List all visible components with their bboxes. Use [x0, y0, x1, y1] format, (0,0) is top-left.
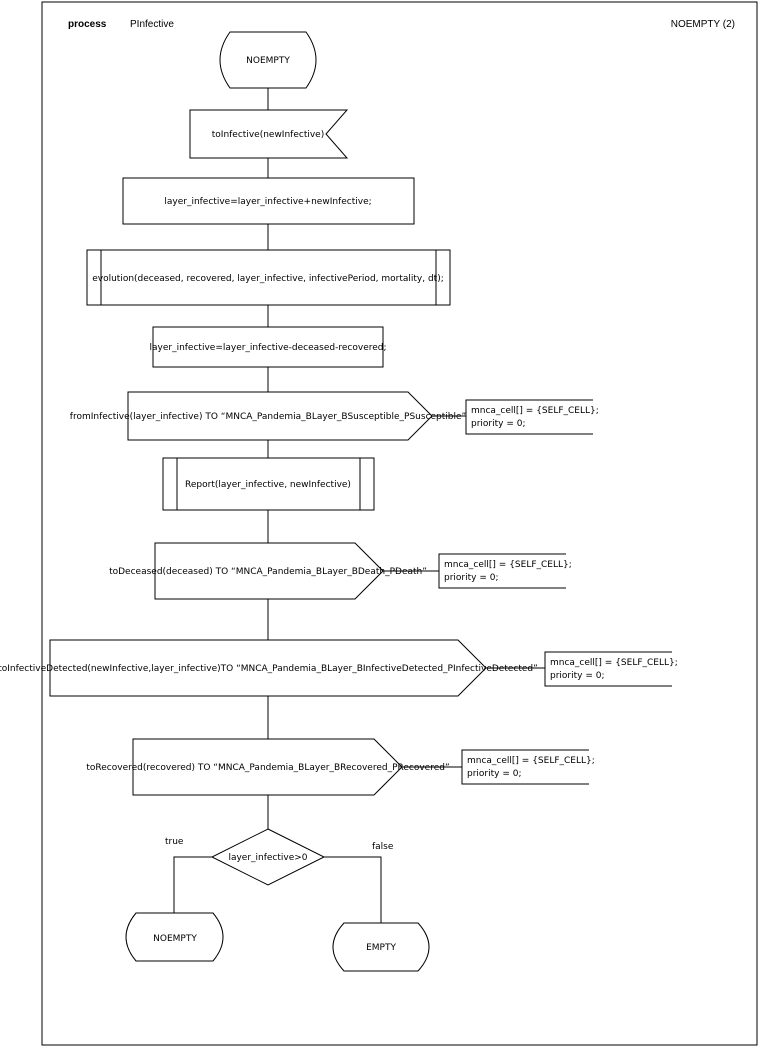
decision-condition: layer_infective>0 — [228, 853, 307, 863]
comment-bracket-4 — [461, 749, 589, 785]
output-to-deceased[interactable] — [154, 542, 384, 600]
decision-diamond[interactable] — [210, 828, 326, 886]
process-name: PInfective — [130, 19, 174, 30]
input-signal[interactable] — [189, 109, 349, 159]
comment-4-line2: priority = 0; — [467, 769, 522, 779]
procedure-evolution-label: evolution(deceased, recovered, layer_inf… — [92, 274, 444, 284]
output-to-recovered[interactable] — [132, 738, 403, 796]
end-state-noempty-label: NOEMPTY — [153, 934, 197, 944]
task-add-infective-label: layer_infective=layer_infective+newInfec… — [164, 197, 371, 207]
input-signal-label: toInfective(newInfective) — [212, 130, 324, 140]
task-subtract-infective-label: layer_infective=layer_infective-deceased… — [149, 343, 386, 353]
comment-3-line2: priority = 0; — [550, 671, 605, 681]
comment-bracket-3 — [544, 651, 672, 687]
start-state[interactable] — [219, 31, 317, 89]
comment-1-line2: priority = 0; — [471, 419, 526, 429]
false-branch-label: false — [372, 842, 394, 852]
end-state-noempty[interactable] — [125, 912, 224, 962]
start-state-label: NOEMPTY — [246, 56, 290, 66]
process-keyword: process — [68, 19, 107, 30]
output-to-deceased-label: toDeceased(deceased) TO “MNCA_Pandemia_B… — [109, 567, 427, 577]
comment-2-line2: priority = 0; — [444, 573, 499, 583]
procedure-report-label: Report(layer_infective, newInfective) — [185, 480, 351, 490]
output-to-infective-detected-label: toInfectiveDetected(newInfective,layer_i… — [0, 664, 538, 674]
false-branch-line — [324, 856, 382, 923]
output-from-infective-label: fromInfective(layer_infective) TO “MNCA_… — [70, 412, 466, 422]
true-branch-line — [173, 856, 212, 913]
end-state-empty[interactable] — [332, 922, 430, 972]
comment-bracket-1 — [465, 399, 593, 435]
comment-4-line1: mnca_cell[] = {SELF_CELL}; — [467, 756, 595, 766]
output-to-recovered-label: toRecovered(recovered) TO “MNCA_Pandemia… — [86, 763, 449, 773]
task-add-infective[interactable] — [122, 177, 415, 225]
output-from-infective[interactable] — [127, 391, 433, 441]
task-subtract-infective[interactable] — [152, 326, 384, 368]
page-frame — [41, 1, 758, 1046]
procedure-report[interactable] — [162, 457, 375, 511]
comment-bracket-2 — [438, 553, 566, 589]
comment-3-line1: mnca_cell[] = {SELF_CELL}; — [550, 658, 678, 668]
comment-1-line1: mnca_cell[] = {SELF_CELL}; — [471, 406, 599, 416]
page-label: NOEMPTY (2) — [671, 19, 735, 30]
output-to-infective-detected[interactable] — [49, 639, 487, 697]
procedure-evolution[interactable] — [86, 249, 451, 306]
comment-2-line1: mnca_cell[] = {SELF_CELL}; — [444, 560, 572, 570]
end-state-empty-label: EMPTY — [366, 943, 396, 953]
true-branch-label: true — [165, 837, 184, 847]
